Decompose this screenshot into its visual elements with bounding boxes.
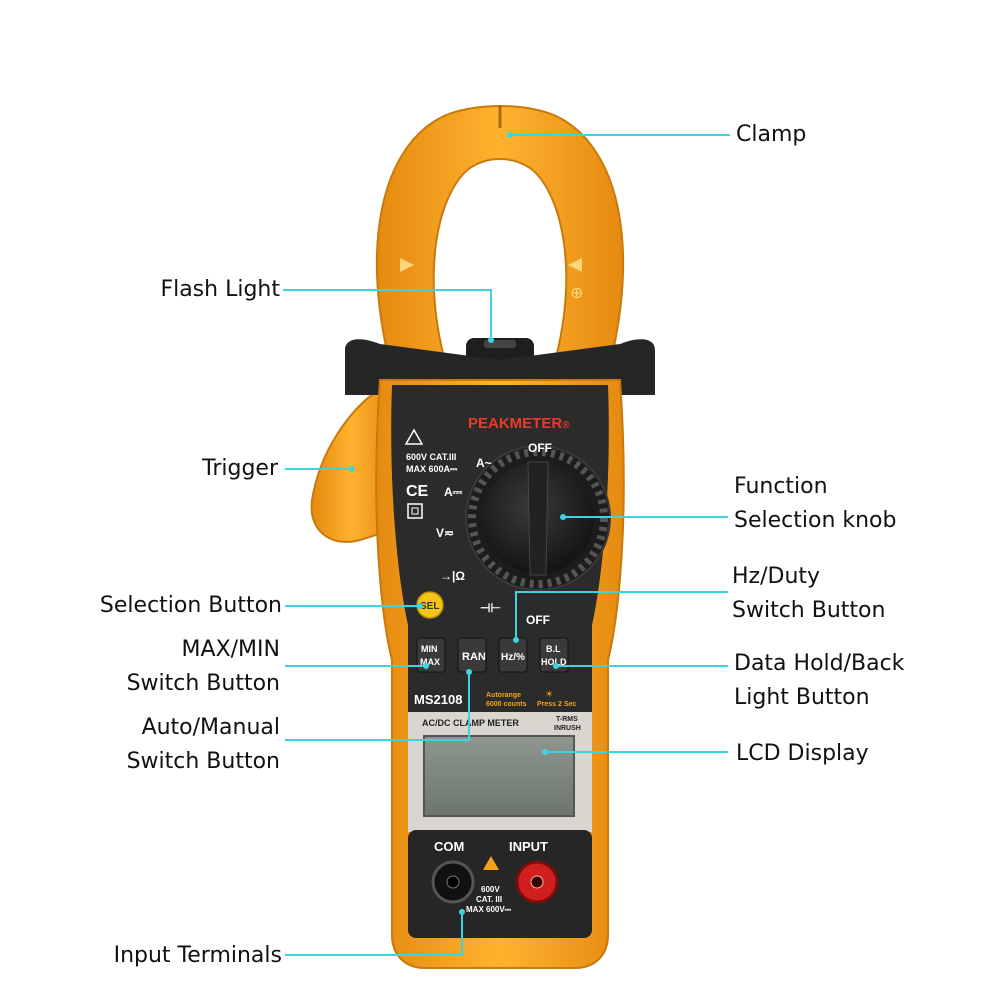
dial-a-dc: A⎓ bbox=[444, 485, 463, 499]
data-hold-button[interactable]: B.L HOLD bbox=[539, 637, 569, 673]
leader-flash-light bbox=[283, 289, 492, 340]
model-label: MS2108 bbox=[414, 692, 462, 707]
callout-flash-light: Flash Light bbox=[160, 273, 280, 307]
leader-input-terminals bbox=[285, 912, 463, 956]
callout-data-hold-line-2: Light Button bbox=[734, 685, 870, 710]
com-terminal-hole bbox=[446, 875, 460, 889]
callout-trigger-line-1: Trigger bbox=[202, 456, 278, 481]
callout-clamp: Clamp bbox=[736, 118, 806, 152]
callout-hz-duty-line-1: Hz/Duty bbox=[732, 564, 821, 589]
warning-icon bbox=[404, 428, 424, 445]
jaw-plus-icon: ⊕ bbox=[570, 283, 583, 302]
sel-button-label: SEL bbox=[420, 601, 439, 612]
svg-text:MAX: MAX bbox=[420, 657, 440, 667]
callout-flash-light-line-1: Flash Light bbox=[160, 277, 280, 302]
backlight-sun-icon: ☀ bbox=[545, 690, 553, 700]
ce-mark: CE bbox=[406, 483, 429, 500]
svg-text:RAN: RAN bbox=[462, 651, 486, 663]
svg-text:MIN: MIN bbox=[421, 644, 438, 654]
double-insulation-inner bbox=[411, 507, 419, 515]
ran-button[interactable]: RAN bbox=[457, 637, 487, 673]
callout-input-terminals-line-1: Input Terminals bbox=[113, 943, 282, 968]
leader-hz-duty bbox=[515, 591, 728, 640]
callout-selection-button-line-1: Selection Button bbox=[99, 593, 282, 618]
callout-data-hold-line-1: Data Hold/Back bbox=[734, 651, 905, 676]
leader-auto-manual bbox=[285, 672, 470, 741]
callout-function-knob-line-1: Function bbox=[734, 474, 828, 499]
dial-off-top: OFF bbox=[528, 441, 552, 455]
svg-text:HOLD: HOLD bbox=[541, 657, 567, 667]
lcd-display bbox=[423, 735, 575, 817]
jaw-arrow-left-icon bbox=[400, 258, 414, 272]
trigger[interactable] bbox=[310, 388, 393, 543]
callout-max-min: MAX/MIN Switch Button bbox=[127, 633, 280, 701]
callout-auto-manual: Auto/Manual Switch Button bbox=[127, 711, 280, 779]
autorange-label: Autorange bbox=[486, 692, 521, 699]
meter-subtitle: AC/DC CLAMP METER bbox=[422, 718, 519, 728]
terminal-rating-2: CAT. III bbox=[476, 895, 502, 904]
callout-function-knob: Function Selection knob bbox=[734, 470, 897, 538]
dial-off-bottom: OFF bbox=[526, 613, 550, 627]
callout-selection-button: Selection Button bbox=[100, 589, 282, 623]
brand-logo: PEAKMETER® bbox=[468, 415, 570, 432]
callout-lcd-display-line-1: LCD Display bbox=[736, 741, 869, 766]
inrush-label: INRUSH bbox=[554, 725, 581, 732]
callout-function-knob-line-2: Selection knob bbox=[734, 508, 897, 533]
callout-max-min-line-1: MAX/MIN bbox=[181, 637, 280, 662]
counts-label: 6000 counts bbox=[486, 701, 527, 708]
callout-auto-manual-line-1: Auto/Manual bbox=[141, 715, 280, 740]
press-label: Press 2 Sec bbox=[537, 701, 576, 708]
cat-rating: 600V CAT.III bbox=[406, 452, 456, 462]
hz-duty-button[interactable]: Hz/% bbox=[498, 637, 528, 673]
dial-v: V≂ bbox=[436, 526, 454, 540]
dial-cap: ⊣⊢ bbox=[480, 601, 501, 615]
svg-text:Hz/%: Hz/% bbox=[501, 652, 525, 663]
terminal-panel bbox=[408, 830, 592, 938]
com-label: COM bbox=[434, 839, 464, 854]
callout-auto-manual-line-2: Switch Button bbox=[126, 749, 280, 774]
callout-hz-duty: Hz/Duty Switch Button bbox=[732, 560, 885, 628]
callout-hz-duty-line-2: Switch Button bbox=[732, 598, 886, 623]
callout-data-hold: Data Hold/Back Light Button bbox=[734, 647, 904, 715]
knob-pointer bbox=[527, 461, 549, 576]
clamp-jaw[interactable] bbox=[375, 105, 625, 373]
callout-trigger: Trigger bbox=[202, 452, 278, 486]
terminal-rating-1: 600V bbox=[481, 885, 500, 894]
leader-lines bbox=[283, 134, 730, 956]
jaw-arrow-right-icon bbox=[568, 258, 582, 272]
callout-max-min-line-2: Switch Button bbox=[126, 671, 280, 696]
svg-text:B.L: B.L bbox=[546, 644, 561, 654]
terminal-warning-icon bbox=[483, 856, 499, 870]
trms-label: T-RMS bbox=[556, 716, 578, 723]
dial-diode-ohm: →|Ω bbox=[440, 569, 465, 583]
input-label: INPUT bbox=[509, 839, 548, 854]
minmax-button[interactable]: MIN MAX bbox=[416, 637, 446, 673]
callout-input-terminals: Input Terminals bbox=[114, 939, 282, 973]
double-insulation-icon bbox=[407, 503, 423, 519]
callout-clamp-line-1: Clamp bbox=[736, 122, 807, 147]
leader-dots bbox=[349, 132, 566, 915]
max-current: MAX 600A⎓ bbox=[406, 464, 458, 474]
dial-a-ac: A~ bbox=[476, 456, 492, 470]
terminal-rating-3: MAX 600V⎓ bbox=[466, 905, 512, 914]
input-terminal-hole bbox=[530, 875, 544, 889]
callout-lcd-display: LCD Display bbox=[736, 737, 869, 771]
